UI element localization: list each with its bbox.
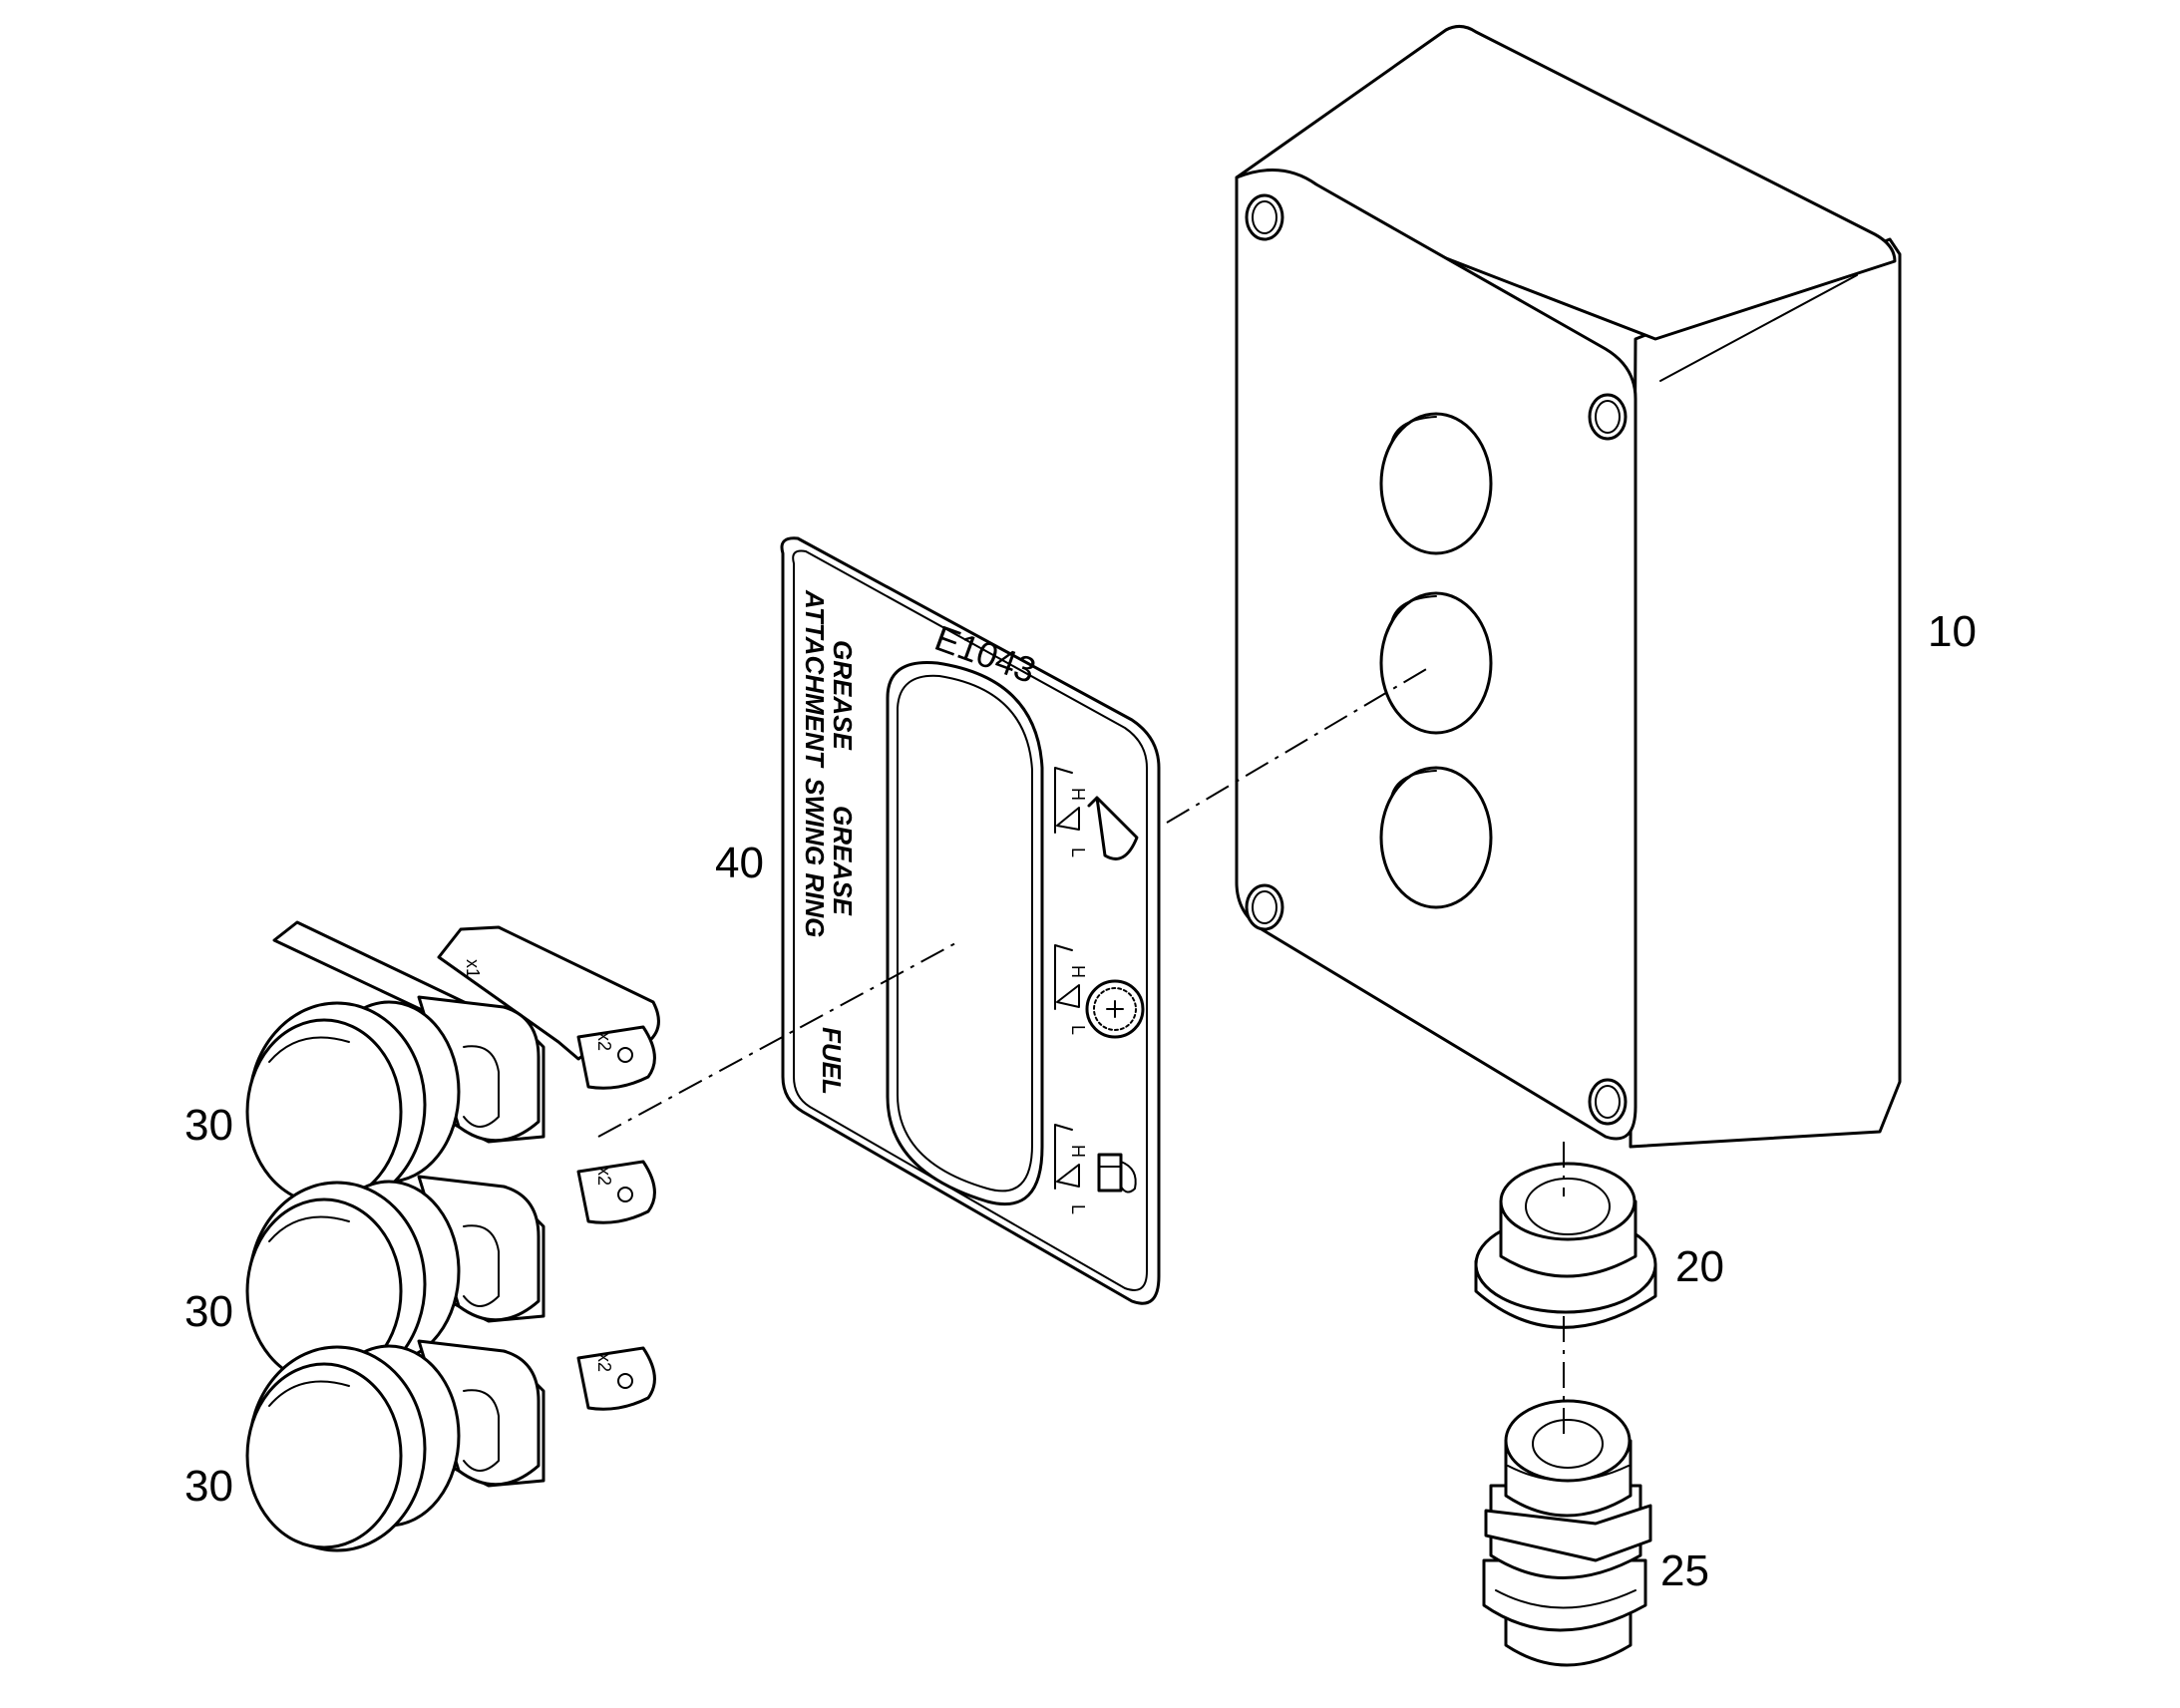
lamp-body <box>245 995 545 1208</box>
grommet <box>1474 1162 1657 1329</box>
terminal-label-x2: x2 <box>594 1167 614 1186</box>
svg-text:H: H <box>1068 1145 1088 1158</box>
lamp-body <box>245 1339 545 1552</box>
swing-gear-icon <box>1085 979 1145 1039</box>
callout-lamp-3: 30 <box>184 1462 233 1511</box>
terminal-label-x2: x2 <box>594 1032 614 1051</box>
lamp-hole <box>1379 591 1493 735</box>
assembly-axis-lines <box>597 667 1565 1436</box>
lamp-hole <box>1379 766 1493 909</box>
screw-icon <box>1245 883 1284 931</box>
level-marker: H L <box>1054 1124 1088 1214</box>
decal-label-swing-ring: SWING RING <box>800 778 830 937</box>
lamp-assembly: x1 x2 x2 x2 <box>245 920 660 1552</box>
lamp-hole <box>1379 412 1493 555</box>
screw-icon <box>1245 193 1284 241</box>
callout-lamp-1: 30 <box>184 1101 233 1150</box>
housing-box <box>1235 25 1902 1149</box>
svg-text:L: L <box>1068 848 1088 857</box>
bucket-icon <box>1087 796 1139 860</box>
terminal-label-x1: x1 <box>463 959 483 978</box>
lamp-body <box>245 1175 545 1388</box>
callout-grommet: 20 <box>1675 1242 1724 1291</box>
decal-plate: E1043 ATTACHMENT GREASE SWING RING GREAS… <box>780 536 1161 1305</box>
decal-label-fuel: FUEL <box>817 1027 847 1095</box>
level-marker: H L <box>1054 944 1088 1035</box>
callout-housing: 10 <box>1928 607 1977 656</box>
decal-label-swing-grease: GREASE <box>828 806 858 915</box>
decal-label-attachment-grease: GREASE <box>828 640 858 750</box>
fuel-pump-icon <box>1097 1153 1137 1194</box>
svg-text:H: H <box>1068 788 1088 801</box>
terminal-label-x2: x2 <box>594 1353 614 1372</box>
callout-decal: 40 <box>715 839 764 887</box>
level-marker: H L <box>1054 767 1088 857</box>
cable-gland <box>1482 1399 1652 1667</box>
svg-text:L: L <box>1068 1025 1088 1035</box>
decal-label-attachment: ATTACHMENT <box>800 589 830 769</box>
screw-icon <box>1588 393 1628 441</box>
screw-icon <box>1588 1078 1628 1126</box>
callout-cable-gland: 25 <box>1660 1546 1709 1595</box>
callout-lamp-2: 30 <box>184 1287 233 1336</box>
svg-text:H: H <box>1068 965 1088 978</box>
svg-text:L: L <box>1068 1204 1088 1214</box>
